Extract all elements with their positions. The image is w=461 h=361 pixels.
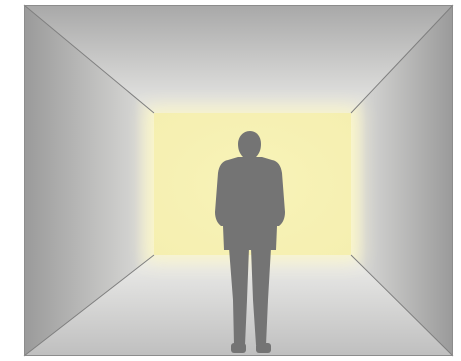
silhouette-torso — [215, 157, 285, 250]
silhouette-right-shoe — [256, 343, 271, 353]
silhouette-left-shoe — [231, 343, 246, 353]
silhouette-head — [238, 131, 261, 157]
